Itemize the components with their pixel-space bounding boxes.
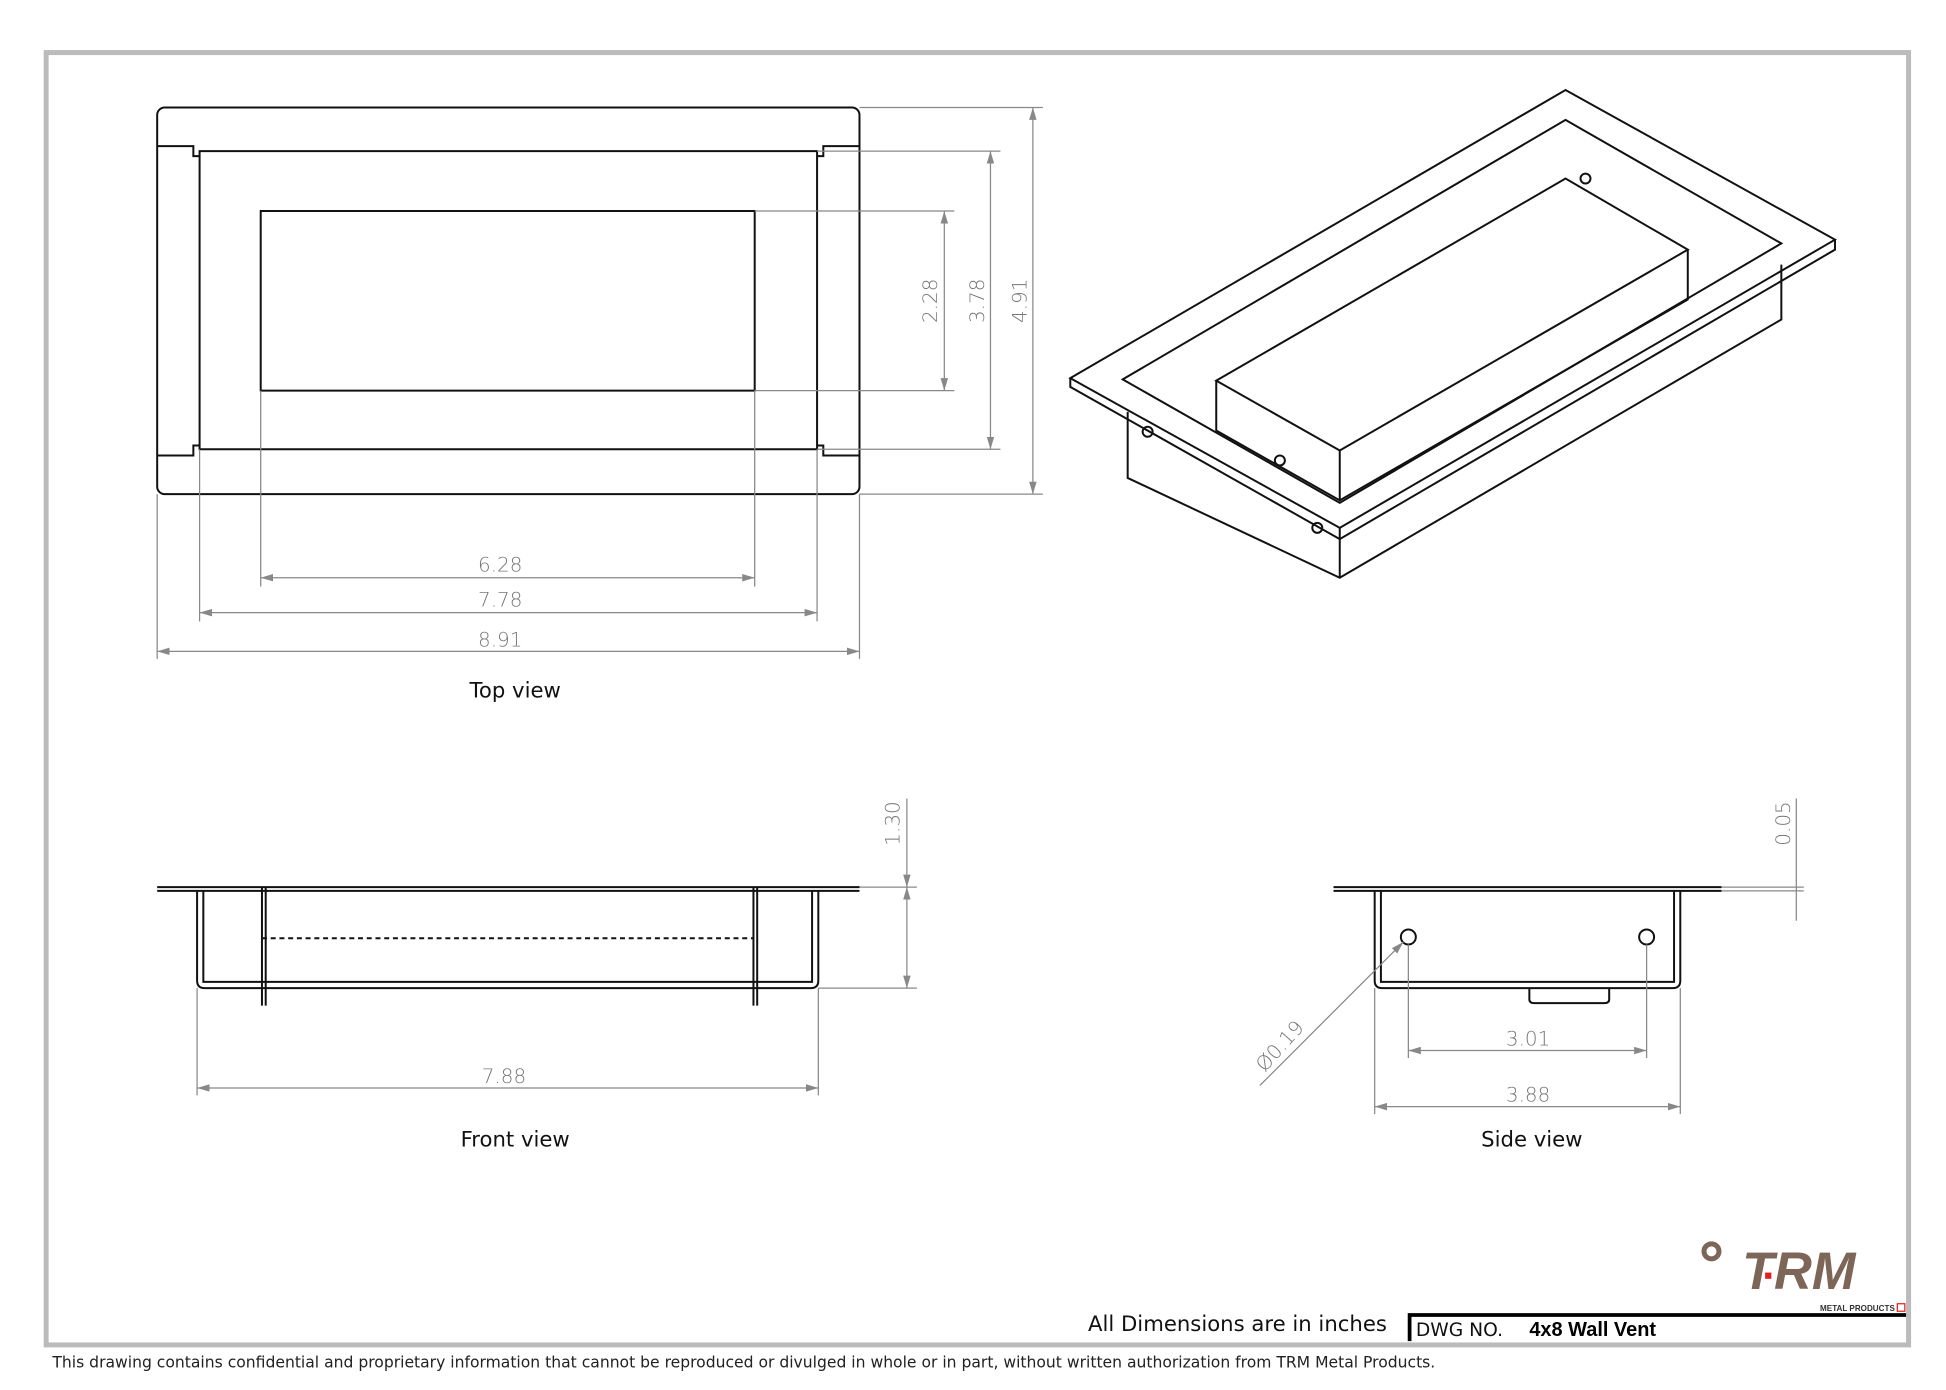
dim-side-width: 3.88 — [1506, 1083, 1550, 1107]
dim-window-width: 6.28 — [478, 553, 522, 577]
dim-flange-thickness: 0.05 — [1771, 801, 1795, 845]
dim-overall-width: 8.91 — [478, 627, 522, 651]
confidentiality-notice: This drawing contains confidential and p… — [51, 1353, 1435, 1371]
trm-logo: TRM METAL PRODUCTS — [1701, 1241, 1906, 1313]
dim-front-depth: 1.30 — [880, 801, 904, 845]
dim-inner-height: 3.78 — [965, 279, 989, 323]
front-view: 7.88 1.30 Front view — [157, 798, 917, 1152]
front-view-label: Front view — [461, 1127, 570, 1152]
dim-overall-height: 4.91 — [1008, 279, 1032, 323]
dim-window-height: 2.28 — [918, 279, 942, 323]
side-view-label: Side view — [1481, 1127, 1582, 1152]
dim-front-width: 7.88 — [482, 1064, 526, 1088]
top-view: 6.28 7.78 8.91 2.28 3.78 4.91 Top view — [156, 106, 1043, 702]
isometric-view — [1068, 88, 1837, 579]
dim-inner-width: 7.78 — [478, 587, 522, 611]
dim-hole-spacing: 3.01 — [1506, 1027, 1550, 1051]
sheet-border — [43, 50, 1912, 1348]
logo-subtext: METAL PRODUCTS — [1820, 1304, 1895, 1313]
dwg-number: 4x8 Wall Vent — [1529, 1319, 1656, 1341]
top-view-label: Top view — [469, 677, 561, 702]
dwg-label: DWG NO. — [1416, 1320, 1503, 1341]
units-note: All Dimensions are in inches — [1088, 1311, 1387, 1336]
side-view: 3.01 3.88 0.05 Ø0.19 Side view — [1251, 798, 1804, 1152]
logo-text: TRM — [1742, 1243, 1857, 1301]
